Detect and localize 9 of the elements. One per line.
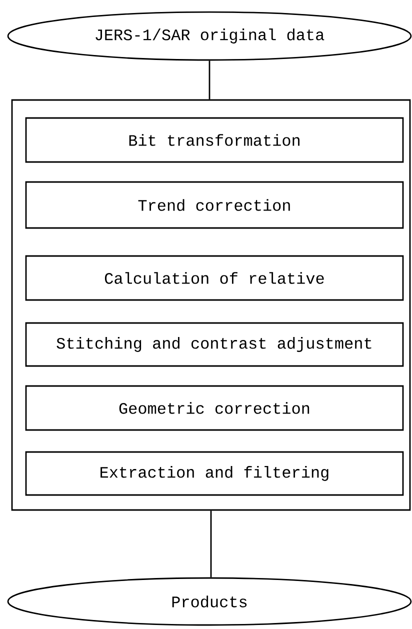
connector-line: [210, 510, 212, 578]
process-group-frame: [11, 99, 411, 511]
process-box: Calculation of relative: [25, 255, 404, 301]
process-box: Trend correction: [25, 181, 404, 229]
process-box: Extraction and filtering: [25, 451, 404, 496]
process-box: Stitching and contrast adjustment: [25, 322, 404, 367]
connector-line: [208, 60, 210, 100]
process-box: Bit transformation: [25, 117, 404, 163]
process-box: Geometric correction: [25, 385, 404, 431]
